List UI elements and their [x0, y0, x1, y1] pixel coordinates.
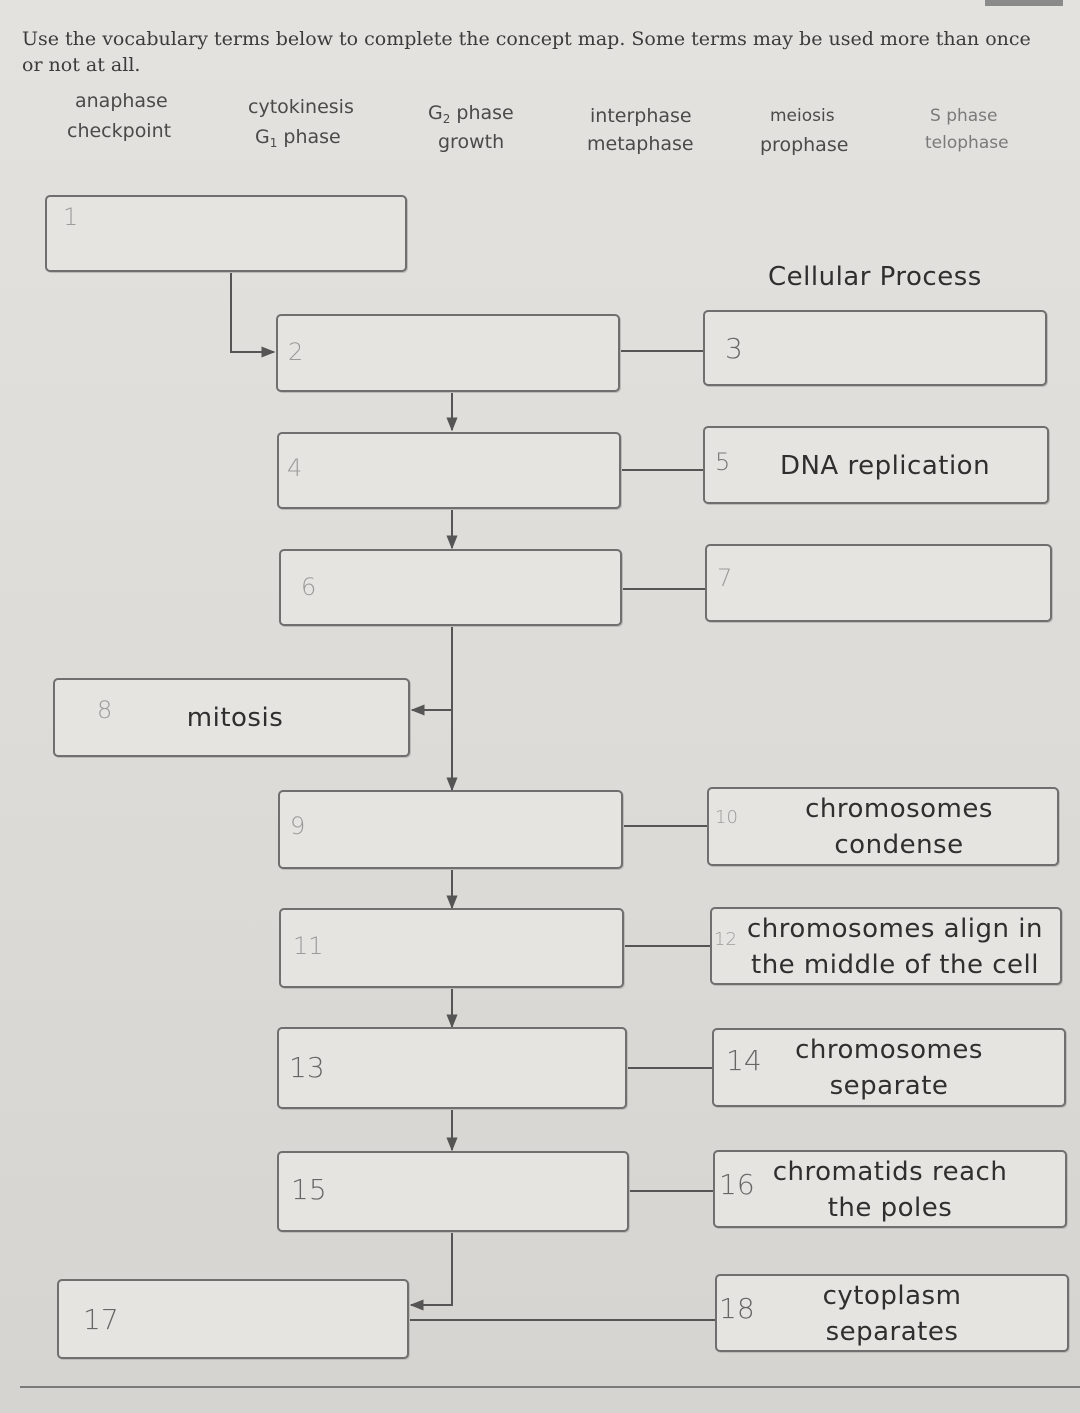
box-number: 7: [717, 564, 733, 592]
vocab-g1-phase: G1 phase: [255, 126, 341, 150]
box-number: 1: [63, 203, 79, 231]
box-text-line: the poles: [827, 1193, 953, 1223]
box-number: 13: [289, 1051, 325, 1084]
box-text-line: cytoplasm: [822, 1281, 962, 1311]
box-number: 15: [291, 1173, 327, 1206]
box-text-line: condense: [834, 830, 964, 860]
concept-box-5[interactable]: 5 DNA replication: [703, 426, 1049, 504]
box-text-line: chromosomes: [795, 1035, 983, 1065]
concept-box-9[interactable]: 9: [278, 790, 623, 869]
box-text-line: the middle of the cell: [751, 950, 1039, 980]
box-number: 9: [290, 812, 306, 840]
concept-box-11[interactable]: 11: [279, 908, 624, 988]
vocab-g2-letter: G: [428, 102, 443, 124]
box-text-line: chromosomes: [805, 794, 993, 824]
box-text-line: separates: [825, 1317, 959, 1347]
box-number: 6: [301, 573, 317, 601]
box-number: 3: [725, 332, 743, 365]
concept-box-6[interactable]: 6: [279, 549, 622, 626]
concept-box-12[interactable]: 12 chromosomes align in the middle of the…: [710, 907, 1062, 985]
box-number: 18: [719, 1292, 755, 1325]
concept-box-17[interactable]: 17: [57, 1279, 409, 1359]
cellular-process-heading: Cellular Process: [768, 262, 982, 292]
vocab-g1-letter: G: [255, 126, 270, 148]
box-number: 2: [288, 338, 304, 366]
box-number: 17: [83, 1303, 119, 1336]
concept-box-18[interactable]: 18 cytoplasm separates: [715, 1274, 1069, 1352]
box-number: 14: [726, 1044, 762, 1077]
vocab-interphase: interphase: [590, 105, 692, 127]
vocab-g1-subscript: 1: [269, 136, 278, 150]
concept-box-3[interactable]: 3: [703, 310, 1047, 386]
page-corner-mark: [985, 0, 1063, 6]
vocab-anaphase: anaphase: [75, 90, 168, 112]
box-text-line: chromosomes align in: [747, 914, 1043, 944]
vocab-g2-phase: G2 phase: [428, 102, 514, 126]
concept-box-8[interactable]: 8 mitosis: [53, 678, 410, 757]
box-text-line: chromatids reach: [772, 1157, 1008, 1187]
concept-box-4[interactable]: 4: [277, 432, 621, 509]
vocab-g2-rest: phase: [450, 102, 514, 124]
concept-box-14[interactable]: 14 chromosomes separate: [712, 1028, 1066, 1107]
concept-box-7[interactable]: 7: [705, 544, 1052, 622]
concept-box-15[interactable]: 15: [277, 1151, 629, 1232]
vocab-prophase: prophase: [760, 134, 849, 156]
vocab-checkpoint: checkpoint: [67, 120, 172, 142]
page-bottom-rule: [20, 1386, 1080, 1388]
concept-box-1[interactable]: 1: [45, 195, 407, 272]
box-text: chromosomes condense: [749, 791, 1049, 863]
box-text-line: separate: [829, 1071, 949, 1101]
vocab-meiosis: meiosis: [770, 106, 835, 126]
vocab-cytokinesis: cytokinesis: [248, 96, 354, 118]
instructions-text: Use the vocabulary terms below to comple…: [22, 28, 1031, 76]
box-number: 12: [714, 929, 737, 950]
box-number: 8: [97, 696, 113, 724]
vocab-s-phase: S phase: [930, 106, 998, 126]
vocab-g1-rest: phase: [277, 126, 341, 148]
box-text: mitosis: [186, 703, 284, 733]
box-number: 5: [715, 448, 731, 476]
box-text: chromosomes separate: [769, 1032, 1009, 1104]
vocab-metaphase: metaphase: [587, 133, 694, 155]
vocab-g2-subscript: 2: [442, 112, 451, 126]
concept-box-13[interactable]: 13: [277, 1027, 627, 1109]
box-text: DNA replication: [779, 451, 991, 481]
concept-box-10[interactable]: 10 chromosomes condense: [707, 787, 1059, 866]
box-number: 16: [719, 1168, 755, 1201]
vocab-growth: growth: [438, 131, 505, 153]
box-number: 4: [287, 454, 303, 482]
vocab-telophase: telophase: [925, 133, 1009, 153]
concept-box-2[interactable]: 2: [276, 314, 620, 392]
box-text: cytoplasm separates: [767, 1278, 1017, 1350]
box-number: 11: [293, 932, 324, 960]
box-text: chromosomes align in the middle of the ce…: [730, 911, 1060, 983]
box-text: chromatids reach the poles: [765, 1154, 1015, 1226]
concept-box-16[interactable]: 16 chromatids reach the poles: [713, 1150, 1067, 1228]
box-number: 10: [715, 807, 738, 828]
